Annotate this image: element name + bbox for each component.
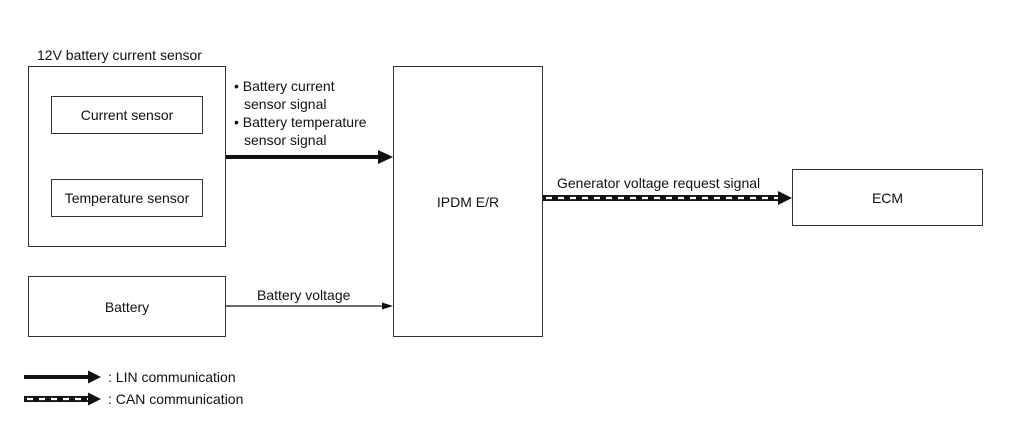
signal-line-3: • Battery temperature xyxy=(234,114,367,130)
signal-line-4: sensor signal xyxy=(244,132,327,148)
battery-voltage-label: Battery voltage xyxy=(257,287,351,303)
battery-label: Battery xyxy=(104,298,150,315)
ipdm-er-label: IPDM E/R xyxy=(436,193,500,210)
can-arrow-ipdm-to-ecm xyxy=(543,191,792,205)
battery-voltage-arrow xyxy=(226,302,393,310)
current-sensor-box: Current sensor xyxy=(51,96,203,134)
signal-line-2: sensor signal xyxy=(244,96,327,112)
battery-box: Battery xyxy=(28,276,226,337)
legend-can-label: : CAN communication xyxy=(108,391,244,407)
temperature-sensor-box: Temperature sensor xyxy=(51,179,203,217)
temperature-sensor-label: Temperature sensor xyxy=(64,190,190,206)
legend-can-arrow xyxy=(24,392,101,406)
sensor-group-title: 12V battery current sensor xyxy=(37,47,202,63)
lin-arrow-sensor-to-ipdm xyxy=(226,150,393,164)
ecm-label: ECM xyxy=(871,189,904,206)
legend-lin-arrow xyxy=(24,370,101,384)
signal-line-1: • Battery current xyxy=(234,78,335,94)
current-sensor-label: Current sensor xyxy=(80,107,174,123)
generator-request-label: Generator voltage request signal xyxy=(557,175,761,191)
sensor-signals-label: • Battery current sensor signal • Batter… xyxy=(234,77,367,149)
ecm-box: ECM xyxy=(792,169,983,226)
legend-lin-label: : LIN communication xyxy=(108,369,236,385)
ipdm-er-box: IPDM E/R xyxy=(393,66,543,337)
